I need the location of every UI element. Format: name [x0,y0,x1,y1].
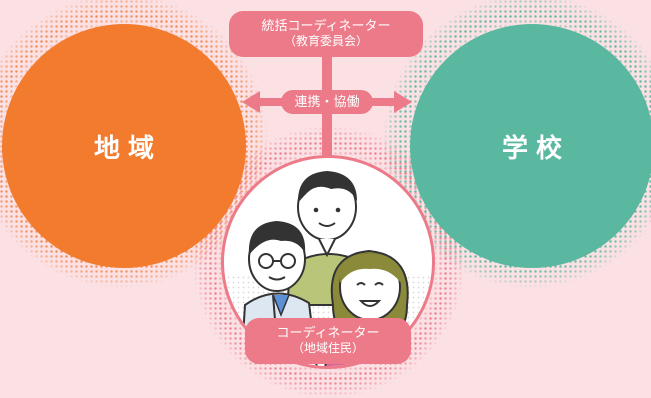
school-circle: 学校 [410,24,651,268]
cooperation-label: 連携・協働 [294,94,360,110]
coordinator-affiliation: （地域住民） [291,341,364,355]
school-label: 学校 [501,133,570,164]
cooperation-label-pill: 連携・協働 [281,90,373,114]
coordinator-box: コーディネーター （地域住民） [245,318,411,364]
supervising-coordinator-affiliation: （教育委員会） [283,34,368,48]
coordinator-title: コーディネーター [276,326,380,341]
back-person-figure [285,171,373,306]
region-circle: 地域 [2,24,246,268]
left-arrow-head [242,91,260,113]
supervising-coordinator-title: 統括コーディネーター [261,19,391,34]
supervising-coordinator-box: 統括コーディネーター （教育委員会） [229,11,423,57]
right-arrow-head [394,91,412,113]
region-label: 地域 [93,133,162,164]
